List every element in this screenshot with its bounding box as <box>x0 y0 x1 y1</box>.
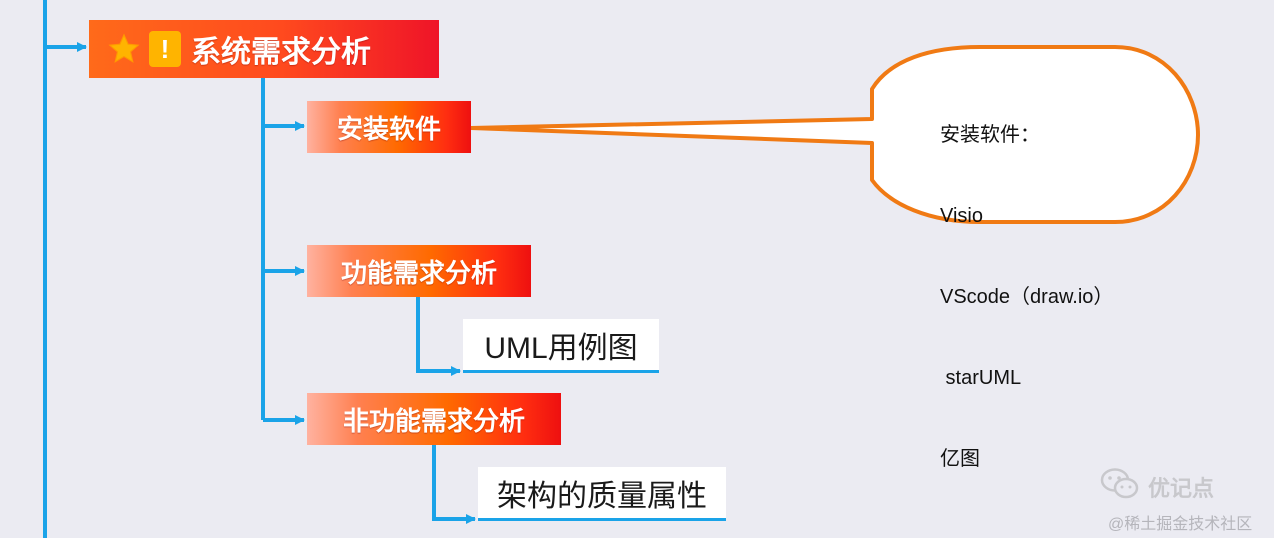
root-label: 系统需求分析 <box>191 36 371 69</box>
leaf-node-uml-use-case[interactable]: UML用例图 <box>463 319 659 370</box>
child-node-nonfunctional-requirements[interactable]: 非功能需求分析 <box>307 393 561 445</box>
star-icon <box>107 32 141 66</box>
root-node[interactable]: ! 系统需求分析 <box>89 20 439 78</box>
leaf-connector-2 <box>432 445 476 524</box>
callout-line: 亿图 <box>940 448 980 470</box>
watermark-community: @稀土掘金技术社区 <box>1108 516 1253 533</box>
exclamation-icon: ! <box>149 31 181 67</box>
watermark-brand-label: 优记点 <box>1148 476 1215 501</box>
callout-text: 安装软件： Visio VScode（draw.io） starUML 亿图 <box>940 68 1113 527</box>
leaf-label: 架构的质量属性 <box>497 479 707 513</box>
child-node-functional-requirements[interactable]: 功能需求分析 <box>307 245 531 297</box>
callout-line: starUML <box>940 367 1022 389</box>
callout-line: 安装软件： <box>940 124 1040 146</box>
child-node-install-software[interactable]: 安装软件 <box>307 101 471 153</box>
child-label: 非功能需求分析 <box>342 405 525 436</box>
callout-line: Visio <box>940 205 983 227</box>
leaf-node-quality-attributes[interactable]: 架构的质量属性 <box>478 467 726 518</box>
wechat-icon <box>1100 467 1140 507</box>
watermark-brand: 优记点 <box>1100 466 1214 508</box>
child-label: 安装软件 <box>336 113 441 144</box>
callout-line: VScode（draw.io） <box>940 286 1114 308</box>
leaf-connector-1 <box>416 297 461 376</box>
child-label: 功能需求分析 <box>340 257 497 288</box>
leaf-label: UML用例图 <box>484 331 638 365</box>
callout-bubble <box>469 45 1200 224</box>
